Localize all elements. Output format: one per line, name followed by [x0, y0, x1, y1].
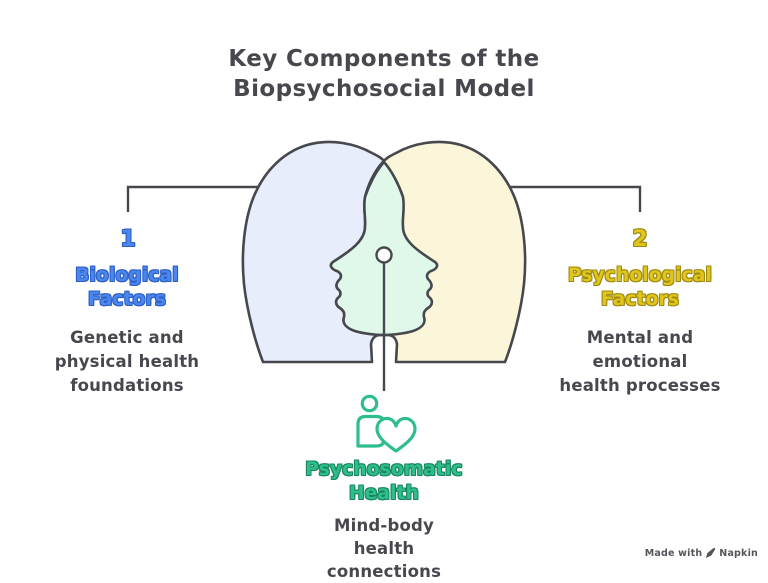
section-description-psychological: Mental and emotional health processes — [559, 328, 721, 395]
section-label-biological: Biological Factors — [75, 265, 179, 310]
section-number-2: 2 — [632, 227, 648, 252]
section-description-psychosomatic: Mind-body health connections — [326, 516, 442, 581]
person-head — [360, 394, 379, 413]
page-title: Key Components of the Biopsychosocial Mo… — [228, 46, 540, 102]
person-with-heart-icon — [356, 394, 417, 453]
watermark-brand: Napkin — [719, 547, 758, 559]
section-label-psychological: Psychological Factors — [567, 265, 713, 310]
section-description-biological: Genetic and physical health foundations — [54, 328, 200, 395]
watermark: Made with Napkin — [645, 547, 758, 559]
connector-left — [126, 185, 270, 212]
center-dot — [375, 246, 393, 264]
section-label-psychosomatic: Psychosomatic Health — [305, 459, 463, 504]
heart-icon — [375, 416, 417, 453]
napkin-pen-icon — [706, 547, 716, 558]
connector-right — [498, 185, 642, 212]
watermark-prefix: Made with — [644, 547, 703, 559]
section-number-1: 1 — [120, 227, 136, 252]
